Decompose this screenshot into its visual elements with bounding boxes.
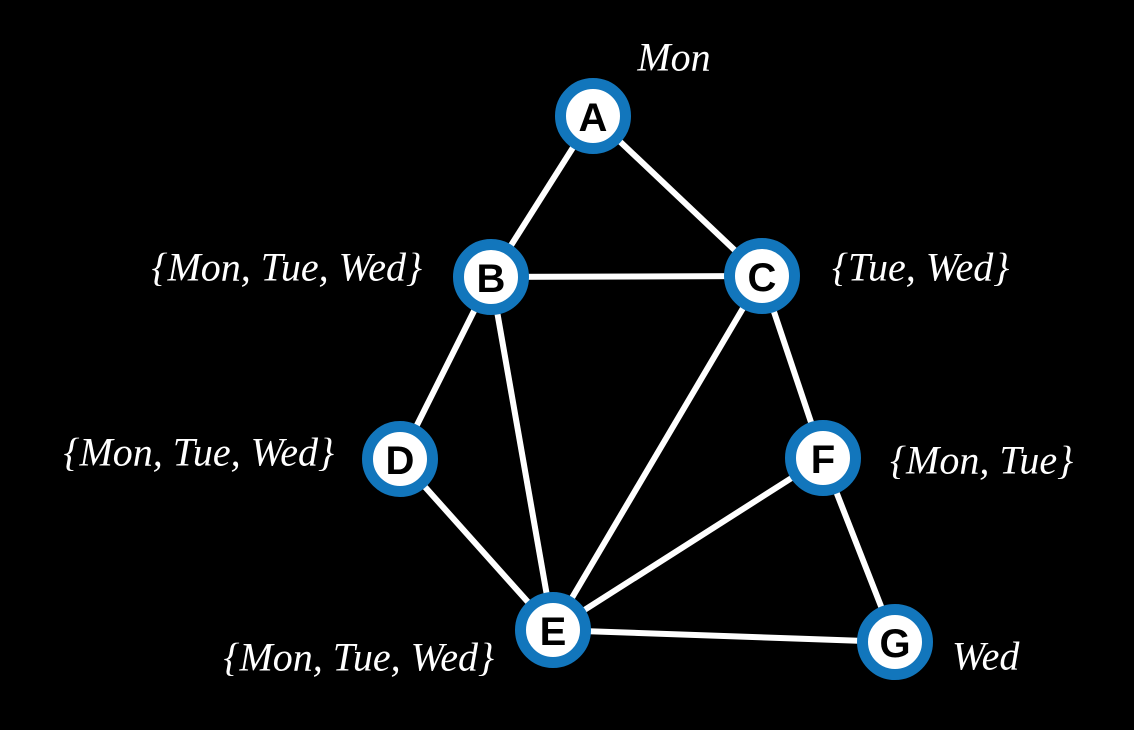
node-letter-B: B — [477, 257, 506, 301]
node-F: F {Mon, Tue} — [785, 420, 1073, 496]
node-letter-F: F — [811, 438, 835, 482]
edge-D-E — [397, 456, 556, 633]
node-domain-label-D: {Mon, Tue, Wed} — [63, 430, 334, 475]
node-C: C {Tue, Wed} — [724, 238, 1009, 314]
node-circle-A — [555, 78, 631, 154]
edge-C-E — [550, 274, 765, 632]
node-circle-B — [453, 239, 529, 315]
node-A: A Mon — [555, 35, 711, 154]
node-circle-F — [785, 420, 861, 496]
node-circle-C — [724, 238, 800, 314]
node-domain-label-G: Wed — [952, 634, 1020, 679]
edge-B-E — [488, 276, 556, 631]
node-letter-D: D — [386, 439, 415, 483]
edge-A-C — [590, 113, 765, 279]
node-letter-C: C — [748, 256, 777, 300]
node-circle-G — [857, 604, 933, 680]
node-domain-label-F: {Mon, Tue} — [890, 438, 1073, 483]
node-domain-label-C: {Tue, Wed} — [832, 245, 1009, 290]
node-B: B {Mon, Tue, Wed} — [151, 239, 529, 315]
node-letter-E: E — [540, 610, 567, 654]
edge-E-F — [551, 455, 825, 633]
node-domain-label-A: Mon — [636, 35, 710, 80]
node-letter-A: A — [579, 96, 608, 140]
node-circle-D — [362, 421, 438, 497]
edge-E-G — [552, 627, 896, 645]
node-domain-label-B: {Mon, Tue, Wed} — [151, 245, 422, 290]
node-D: D {Mon, Tue, Wed} — [63, 421, 438, 497]
node-E: E {Mon, Tue, Wed} — [223, 592, 591, 680]
node-letter-G: G — [879, 622, 910, 666]
node-G: G Wed — [857, 604, 1020, 680]
node-domain-label-E: {Mon, Tue, Wed} — [223, 635, 494, 680]
node-circle-E — [515, 592, 591, 668]
edge-B-C — [490, 273, 763, 280]
